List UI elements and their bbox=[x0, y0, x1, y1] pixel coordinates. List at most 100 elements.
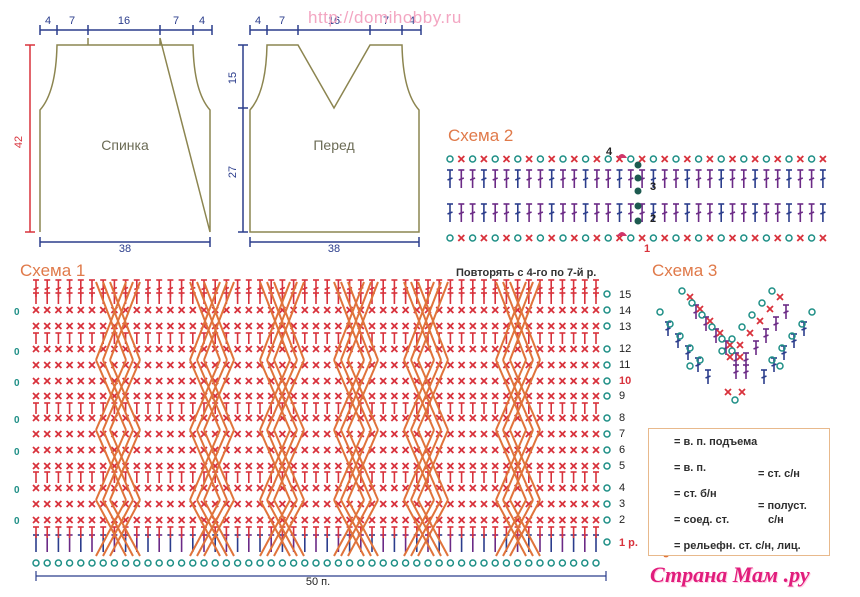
dc-symbol bbox=[560, 169, 566, 188]
dc-symbol bbox=[571, 169, 578, 188]
chain-symbol bbox=[88, 559, 96, 567]
sc-symbol bbox=[32, 392, 40, 400]
scheme2-row-marker: 2 bbox=[650, 213, 656, 225]
dc-symbol bbox=[774, 169, 781, 188]
dc-symbol bbox=[675, 333, 681, 348]
sc-symbol bbox=[32, 322, 40, 330]
sc-symbol bbox=[334, 446, 343, 454]
dc-symbol bbox=[66, 471, 73, 483]
relief-dc-right bbox=[266, 359, 298, 431]
chain-symbol bbox=[768, 356, 776, 364]
sc-symbol bbox=[233, 414, 242, 422]
chain-symbol bbox=[435, 559, 443, 567]
sc-symbol bbox=[547, 377, 555, 385]
sc-symbol bbox=[558, 516, 567, 524]
sc-symbol bbox=[581, 361, 589, 369]
chain-symbol bbox=[457, 559, 466, 567]
dc-symbol bbox=[257, 292, 263, 304]
chain-symbol bbox=[480, 559, 488, 567]
sc-symbol bbox=[683, 155, 691, 163]
dc-symbol bbox=[492, 169, 499, 188]
dc-symbol bbox=[627, 203, 634, 222]
sc-symbol bbox=[155, 484, 163, 492]
sc-symbol bbox=[469, 414, 477, 422]
chain-symbol bbox=[334, 559, 343, 567]
sc-symbol bbox=[155, 446, 163, 454]
dc-symbol bbox=[469, 526, 476, 538]
sc-symbol bbox=[43, 446, 51, 454]
dc-symbol bbox=[66, 526, 73, 538]
chain-symbol bbox=[43, 559, 51, 567]
relief-dc-right bbox=[203, 359, 235, 431]
scheme1-foundation-label: 50 п. bbox=[306, 576, 330, 588]
sc-symbol bbox=[480, 377, 488, 385]
sc-symbol bbox=[256, 414, 264, 422]
legend-dc-label: = ст. с/н bbox=[758, 468, 800, 480]
edge-zero: 0 bbox=[14, 447, 20, 458]
relief-dc-right bbox=[266, 281, 298, 361]
sc-symbol bbox=[581, 516, 589, 524]
relief-dc-right bbox=[502, 359, 534, 431]
sc-symbol bbox=[233, 430, 242, 438]
front-neck-measure: 15 bbox=[227, 72, 239, 84]
dc-symbol bbox=[133, 471, 140, 483]
relief-dc-right bbox=[109, 499, 141, 557]
sc-symbol bbox=[457, 500, 466, 508]
dc-symbol bbox=[695, 357, 701, 372]
chain-symbol bbox=[748, 311, 756, 319]
dc-symbol bbox=[189, 526, 196, 538]
chain-symbol bbox=[627, 234, 635, 242]
dc-symbol bbox=[458, 169, 465, 188]
dc-symbol bbox=[661, 203, 668, 222]
sc-symbol bbox=[233, 361, 242, 369]
sc-symbol bbox=[569, 484, 578, 492]
sc-symbol bbox=[581, 462, 589, 470]
dc-symbol bbox=[503, 169, 510, 188]
sc-symbol bbox=[746, 329, 754, 337]
dc-symbol bbox=[313, 471, 319, 483]
sc-symbol bbox=[65, 345, 74, 353]
sc-symbol bbox=[379, 462, 387, 470]
sc-symbol bbox=[502, 462, 511, 470]
dc-symbol bbox=[581, 471, 588, 483]
sc-symbol bbox=[569, 462, 578, 470]
sc-symbol bbox=[323, 345, 331, 353]
sc-symbol bbox=[480, 322, 488, 330]
dc-symbol bbox=[581, 332, 588, 344]
sc-symbol bbox=[390, 430, 399, 438]
relief-dc-right bbox=[95, 429, 127, 501]
dc-symbol bbox=[245, 332, 252, 344]
dc-symbol bbox=[718, 169, 725, 188]
sc-symbol bbox=[32, 462, 40, 470]
relief-dc-right bbox=[417, 281, 449, 361]
sc-symbol bbox=[177, 430, 186, 438]
sc-symbol bbox=[480, 500, 488, 508]
sc-symbol bbox=[558, 500, 567, 508]
dc-symbol bbox=[301, 332, 308, 344]
sc-symbol bbox=[245, 377, 253, 385]
relief-dc-right bbox=[410, 499, 442, 557]
sc-symbol bbox=[301, 306, 309, 314]
turning-chain-symbol bbox=[634, 217, 642, 225]
scheme1-row-label: 7 bbox=[619, 428, 625, 440]
dc-symbol bbox=[743, 364, 749, 379]
chain-symbol bbox=[603, 377, 611, 385]
chain-symbol bbox=[603, 392, 611, 400]
dc-symbol bbox=[537, 471, 543, 483]
dc-symbol bbox=[77, 292, 84, 304]
chain-symbol bbox=[788, 332, 796, 340]
scheme1-row-label: 4 bbox=[619, 482, 625, 494]
sc-symbol bbox=[819, 234, 827, 242]
dc-symbol bbox=[458, 203, 465, 222]
sc-symbol bbox=[256, 306, 264, 314]
sc-symbol bbox=[77, 414, 85, 422]
dc-symbol bbox=[469, 203, 476, 222]
sc-symbol bbox=[457, 345, 466, 353]
chain-symbol bbox=[133, 559, 141, 567]
dc-symbol bbox=[167, 332, 174, 344]
sc-symbol bbox=[547, 361, 555, 369]
sc-symbol bbox=[683, 234, 691, 242]
chain-symbol bbox=[514, 155, 522, 163]
sc-symbol bbox=[245, 462, 253, 470]
